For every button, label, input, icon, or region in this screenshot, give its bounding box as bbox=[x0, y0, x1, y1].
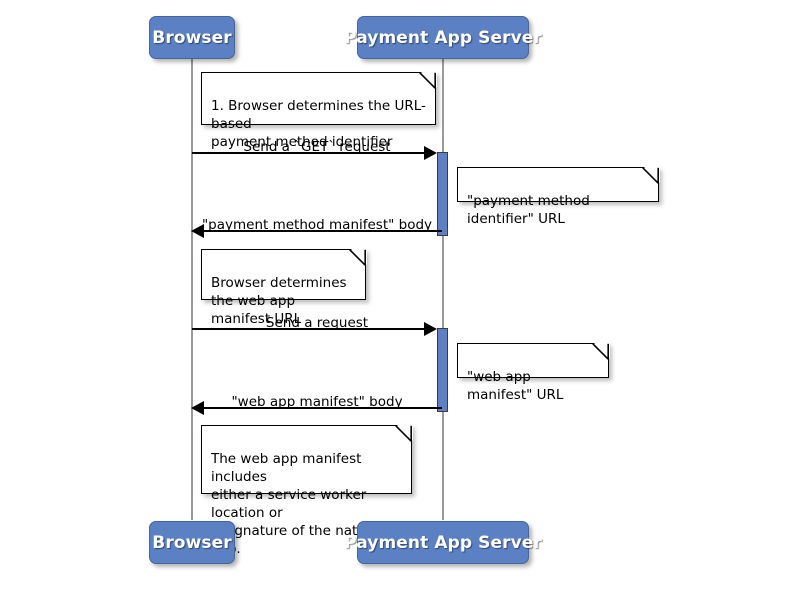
note-payment-method-identifier-url: "payment method identifier" URL bbox=[457, 166, 660, 227]
lifeline-payment-app-server bbox=[442, 58, 444, 520]
message-arrowhead-payment-method-manifest-body bbox=[191, 224, 204, 238]
sequence-diagram-canvas: Browser Payment App Server 1. Browser de… bbox=[149, 16, 660, 564]
message-line-web-app-manifest-body bbox=[204, 407, 442, 409]
note-web-app-manifest-url: "web app manifest" URL bbox=[457, 342, 610, 403]
note-browser-determines-web-app-manifest-url: Browser determines the web app manifest … bbox=[201, 248, 367, 327]
participant-payment-app-server-bottom-label: Payment App Server bbox=[344, 532, 542, 553]
message-label-send-a-request: Send a request bbox=[265, 315, 369, 331]
message-label-web-app-manifest-body: "web app manifest" body bbox=[231, 394, 403, 410]
message-line-payment-method-manifest-body bbox=[204, 230, 442, 232]
participant-browser-bottom[interactable]: Browser bbox=[149, 521, 235, 564]
activation-server-2 bbox=[437, 328, 448, 412]
participant-browser-top[interactable]: Browser bbox=[149, 16, 235, 59]
note-browser-determines-identifier: 1. Browser determines the URL-based paym… bbox=[201, 71, 437, 150]
message-arrowhead-web-app-manifest-body bbox=[191, 401, 204, 415]
note-fold-corner-icon bbox=[593, 342, 610, 359]
message-label-send-get-request: Send a `GET` request bbox=[243, 139, 391, 155]
participant-browser-bottom-label: Browser bbox=[152, 532, 232, 553]
message-line-send-a-request bbox=[192, 328, 429, 330]
participant-payment-app-server-top-label: Payment App Server bbox=[344, 27, 542, 48]
note-web-app-manifest-includes: The web app manifest includes either a s… bbox=[201, 424, 413, 557]
note-fold-corner-icon bbox=[396, 424, 413, 441]
note-browser-determines-identifier-text: 1. Browser determines the URL-based paym… bbox=[211, 98, 426, 150]
message-arrowhead-send-get-request bbox=[424, 146, 437, 160]
message-label-payment-method-manifest-body: "payment method manifest" body bbox=[201, 217, 433, 233]
lifeline-browser bbox=[191, 58, 193, 520]
participant-payment-app-server-bottom[interactable]: Payment App Server bbox=[344, 521, 542, 564]
message-arrowhead-send-a-request bbox=[424, 322, 437, 336]
note-web-app-manifest-url-text: "web app manifest" URL bbox=[467, 369, 564, 403]
participant-payment-app-server-top[interactable]: Payment App Server bbox=[344, 16, 542, 59]
message-line-send-get-request bbox=[192, 152, 429, 154]
note-payment-method-identifier-url-text: "payment method identifier" URL bbox=[467, 193, 590, 227]
note-browser-determines-web-app-manifest-url-text: Browser determines the web app manifest … bbox=[211, 275, 347, 327]
note-fold-corner-icon bbox=[350, 248, 367, 265]
note-fold-corner-icon bbox=[420, 71, 437, 88]
note-fold-corner-icon bbox=[643, 166, 660, 183]
participant-browser-top-label: Browser bbox=[152, 27, 232, 48]
activation-server-1 bbox=[437, 152, 448, 236]
